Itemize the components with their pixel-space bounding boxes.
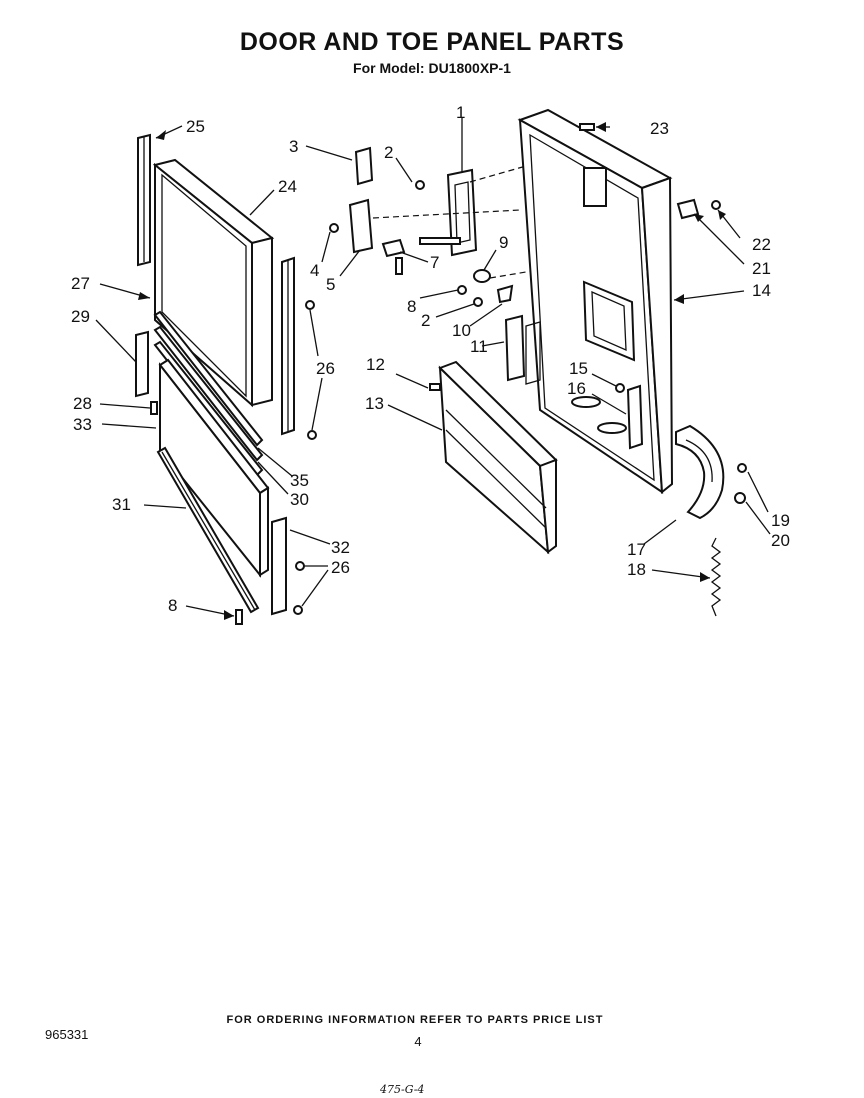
callout-14: 14 [752, 281, 771, 300]
callout-32: 32 [331, 538, 350, 557]
part-5-hinge-bracket [348, 198, 374, 254]
part-3-latch-plate [354, 146, 374, 186]
callout-13: 13 [365, 394, 384, 413]
callout-7: 7 [430, 253, 439, 272]
part-31-lower-strip [156, 446, 260, 614]
callout-19: 19 [771, 511, 790, 530]
callout-29: 29 [71, 307, 90, 326]
callout-10: 10 [452, 321, 471, 340]
leader-lines [95, 118, 771, 620]
part-32-side-trim [271, 516, 305, 616]
part-18-spring [710, 537, 722, 617]
callout-4: 4 [310, 261, 319, 280]
callout-25: 25 [186, 117, 205, 136]
callout-33: 33 [73, 415, 92, 434]
handwritten-code: 475-G-4 [380, 1083, 425, 1096]
callout-18: 18 [627, 560, 646, 579]
callout-2: 2 [384, 143, 393, 162]
part-25-trim-strip [137, 133, 151, 267]
callout-26: 26 [316, 359, 335, 378]
part-23-screw [579, 123, 595, 131]
callout-26b: 26 [331, 558, 350, 577]
part-9-roller [473, 269, 491, 283]
part-21-22-clip [676, 198, 721, 220]
part-29-bracket [135, 330, 149, 398]
part-7-latch-arm [381, 238, 406, 275]
callout-22: 22 [752, 235, 771, 254]
callout-20: 20 [771, 531, 790, 550]
callout-3: 3 [289, 137, 298, 156]
callout-17: 17 [627, 540, 646, 559]
part-10-clip [496, 284, 514, 304]
part-1-latch-assembly [419, 168, 478, 257]
part-17-hinge-arm [675, 424, 725, 520]
part-14-inner-door [517, 108, 674, 494]
callout-28: 28 [73, 394, 92, 413]
part-24-outer-door-panel [152, 158, 275, 408]
callout-8: 8 [407, 297, 416, 316]
part-15-screw [615, 383, 625, 393]
callout-5: 5 [326, 275, 335, 294]
callout-21: 21 [752, 259, 771, 278]
callout-16: 16 [567, 379, 586, 398]
part-35-30-toe-strips [153, 310, 264, 477]
screws-left [150, 401, 243, 625]
callout-15: 15 [569, 359, 588, 378]
callout-31: 31 [112, 495, 131, 514]
callout-12: 12 [366, 355, 385, 374]
callout-labels: 1 2 3 4 5 7 8 9 2 10 11 12 13 14 15 16 1… [71, 103, 790, 615]
callout-30: 30 [290, 490, 309, 509]
callout-11: 11 [470, 337, 488, 356]
part-33-inner-toe-panel [158, 358, 270, 578]
callout-9: 9 [499, 233, 508, 252]
callout-35: 35 [290, 471, 309, 490]
part-19-20-fasteners [734, 463, 747, 504]
callout-1: 1 [456, 103, 465, 122]
part-11-hinge-plate [504, 314, 541, 385]
ordering-info-note: FOR ORDERING INFORMATION REFER TO PARTS … [226, 1014, 604, 1026]
callout-27: 27 [71, 274, 90, 293]
part-26-side-trim [281, 256, 317, 440]
callout-8b: 8 [168, 596, 177, 615]
page-number: 4 [414, 1034, 422, 1049]
part-13-inner-panel [429, 360, 558, 555]
page-title: DOOR AND TOE PANEL PARTS [239, 28, 625, 56]
document-number: 965331 [45, 1027, 89, 1042]
callout-23: 23 [650, 119, 669, 138]
hinge-screws [329, 180, 483, 307]
callout-2b: 2 [421, 311, 430, 330]
callout-24: 24 [278, 177, 297, 196]
model-subtitle: For Model: DU1800XP-1 [353, 60, 511, 76]
